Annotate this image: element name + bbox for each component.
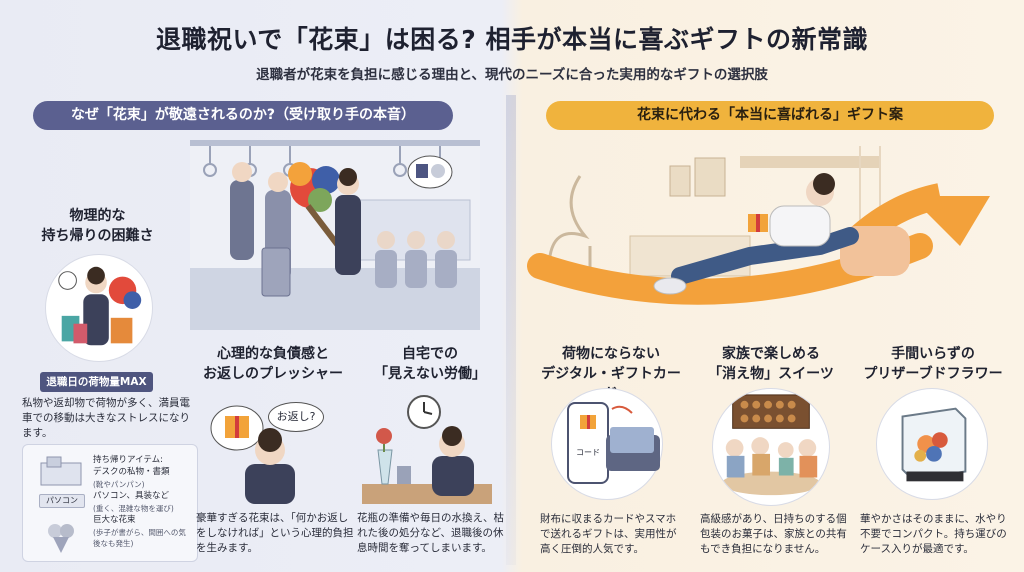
bouquet-icon bbox=[48, 524, 74, 553]
sweets-text: 高級感があり、日持ちのする個包装のお菓子は、家族との共有もでき負担になりません。 bbox=[700, 513, 847, 555]
gift-card-text: 財布に収まるカードやスマホで送れるギフトは、実用性が高く圧倒的人気です。 bbox=[540, 513, 677, 555]
carry-item: デスクの私物・書類 (靴やパンパン) bbox=[93, 467, 170, 489]
worried-person-illustration bbox=[210, 405, 295, 504]
smartphone-wallet-icon bbox=[567, 402, 660, 484]
psychological-text: 豪華すぎる花束は、「何かお返しをしなければ」という心理的負担を生みます。 bbox=[196, 512, 354, 554]
crowded-train-illustration bbox=[190, 140, 480, 330]
relaxing-person-illustration bbox=[527, 146, 990, 305]
home-labor-heading: 自宅での 「見えない労働」 bbox=[374, 346, 486, 382]
baggage-max-tag: 退職日の荷物量MAX bbox=[40, 372, 153, 392]
home-labor-text: 花瓶の準備や毎日の水換え、枯れた後の処分など、退職後の休息時間を奪ってしまいます… bbox=[357, 512, 504, 554]
okaeshi-speech-bubble: お返し? bbox=[268, 402, 324, 432]
right-section-label: 花束に代わる「本当に喜ばれる」ギフト案 bbox=[546, 101, 994, 130]
carry-items-list: 持ち帰りアイテム: デスクの私物・書類 (靴やパンパン) パソコン、具装など (… bbox=[93, 455, 193, 550]
carry-items-title: 持ち帰りアイテム: bbox=[93, 455, 164, 465]
carry-item: パソコン、具装など (重く、混雑な物を運び) bbox=[93, 491, 174, 513]
carry-items-box: パソコン 持ち帰りアイテム: デスクの私物・書類 (靴やパンパン) パソコン、具… bbox=[22, 444, 198, 562]
gift-code-label: コード bbox=[576, 448, 600, 457]
desk-items-icon bbox=[40, 456, 82, 486]
physical-heading: 物理的な 持ち帰りの困難さ bbox=[41, 208, 154, 244]
left-section-label: なぜ「花束」が敬遠されるのか?（受け取り手の本音） bbox=[33, 101, 453, 130]
page-subtitle: 退職者が花束を負担に感じる理由と、現代のニーズに合った実用的なギフトの選択肢 bbox=[256, 67, 768, 83]
pc-label: パソコン bbox=[39, 494, 85, 508]
carry-item: 巨大な花束 (歩子が書がら、間囲への気後なも発生) bbox=[93, 515, 186, 548]
preserved-flower-heading: 手間いらずの プリザーブドフラワー bbox=[863, 346, 1003, 382]
sweets-heading: 家族で楽しめる 「消え物」スイーツ bbox=[708, 346, 834, 382]
section-divider bbox=[506, 95, 516, 565]
page-title: 退職祝いで「花束」は困る? 相手が本当に喜ぶギフトの新常識 bbox=[156, 25, 868, 54]
preserved-flower-case-illustration bbox=[876, 388, 988, 500]
gift-card-illustration: コード bbox=[551, 388, 663, 500]
preserved-flower-text: 華やかさはそのままに、水やり不要でコンパクト。持ち運びのケース入りが最適です。 bbox=[860, 513, 1007, 555]
flower-vase-chores-illustration bbox=[362, 395, 492, 504]
psychological-heading: 心理的な負債感と お返しのプレッシャー bbox=[203, 346, 343, 382]
physical-text: 私物や返却物で荷物が多く、満員電車での移動は大きなストレスになります。 bbox=[22, 397, 190, 439]
family-sweets-illustration bbox=[712, 388, 830, 506]
person-with-bags-illustration bbox=[45, 254, 153, 362]
